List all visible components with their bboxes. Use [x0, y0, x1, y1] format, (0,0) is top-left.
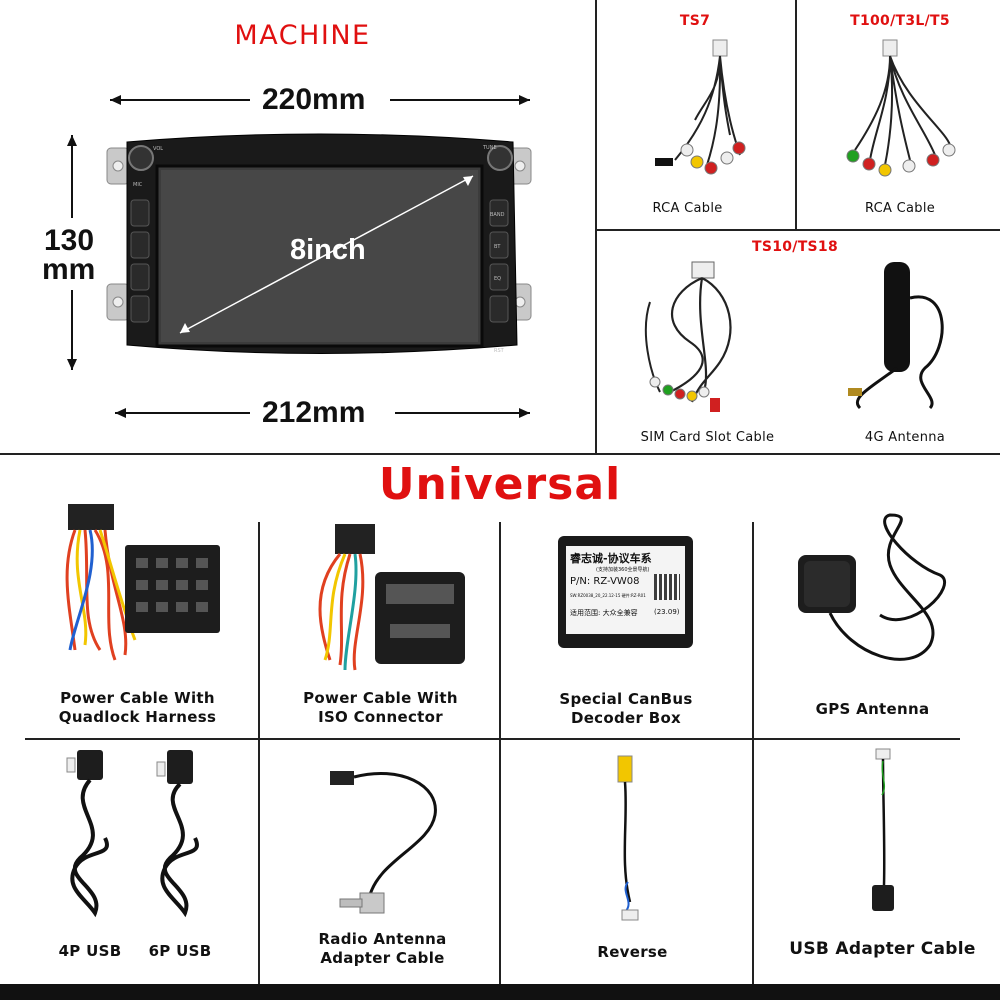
divider-universal-rows [25, 738, 960, 740]
usb-6p-caption: 6P USB [148, 942, 212, 960]
btn-label-bt: BT [494, 244, 501, 250]
btn-label-eq: EQ [494, 276, 501, 282]
ts7-rca-cable-image [655, 39, 746, 175]
divider-universal-col2 [499, 522, 501, 984]
divider-top-vertical-2 [795, 0, 797, 230]
quadlock-caption-line1: Power Cable With [60, 689, 215, 707]
radio-antenna-caption-line2: Adapter Cable [320, 949, 445, 967]
btn-label-tune: TUNE [482, 145, 497, 151]
ts10-title: TS10/TS18 [751, 239, 839, 255]
decoder-label: 睿志诚-协议车系 (支持加装360全景导航) P/N: RZ-VW08 SW:R… [566, 546, 685, 634]
t100-caption: RCA Cable [864, 201, 936, 216]
ts7-caption: RCA Cable [652, 201, 723, 216]
decoder-line3: P/N: RZ-VW08 [570, 576, 640, 587]
4g-antenna-image [848, 262, 944, 410]
usb-adapter-caption: USB Adapter Cable [789, 939, 976, 959]
head-unit-image: VOL TUNE BAND BT EQ RST MIC [106, 133, 532, 354]
decoder-line6: (23.09) [654, 608, 680, 616]
height-label-line2: mm [42, 253, 96, 286]
decoder-line2: (支持加装360全景导航) [596, 567, 650, 573]
usb-adapter-cable-image [872, 748, 894, 911]
btn-label-vol: VOL [153, 146, 163, 152]
divider-universal-col3 [752, 522, 754, 984]
sim-card-caption: SIM Card Slot Cable [640, 430, 775, 445]
quadlock-caption-line2: Quadlock Harness [58, 708, 217, 726]
decoder-line4: SW:RZ0038_20_22.12-15 硬件:RZ-R01 [570, 593, 646, 598]
usb-6p-cable-image [156, 750, 199, 918]
radio-antenna-caption-line1: Radio Antenna [318, 930, 447, 948]
decoder-qr-code [654, 574, 680, 600]
bottom-width-arrow [115, 408, 530, 418]
machine-title: MACHINE [234, 20, 371, 51]
width-label: 220mm [262, 83, 366, 116]
quadlock-harness-image [65, 504, 220, 661]
decoder-box-image: 睿志诚-协议车系 (支持加装360全景导航) P/N: RZ-VW08 SW:R… [558, 536, 693, 648]
usb-4p-caption: 4P USB [58, 942, 122, 960]
usb-4p-cable-image [66, 750, 109, 918]
decoder-line5: 适用范围: 大众全兼容 [570, 609, 638, 617]
btn-label-rst: RST [494, 348, 505, 354]
bottom-width-label: 212mm [262, 396, 366, 429]
sim-card-cable-image [644, 261, 732, 412]
bottom-band [0, 984, 1000, 1000]
radio-antenna-adapter-image [330, 771, 437, 914]
height-label-line1: 130 [44, 224, 95, 257]
btn-label-band: BAND [490, 212, 505, 218]
4g-antenna-caption: 4G Antenna [864, 430, 946, 445]
t100-rca-cable-image [846, 39, 956, 177]
screen-size-label: 8inch [290, 234, 366, 266]
gps-caption: GPS Antenna [815, 700, 930, 718]
divider-universal-col1 [258, 522, 260, 984]
iso-caption-line1: Power Cable With [303, 689, 458, 707]
iso-caption-line2: ISO Connector [318, 708, 443, 726]
universal-title: Universal [378, 459, 622, 510]
btn-label-mic: MIC [133, 182, 143, 188]
iso-connector-image [318, 524, 465, 671]
divider-cables-horizontal [595, 229, 1000, 231]
divider-section-horizontal [0, 453, 1000, 455]
decoder-line1: 睿志诚-协议车系 [570, 552, 652, 565]
ts7-title: TS7 [679, 13, 711, 29]
canbus-caption-line1: Special CanBus [559, 690, 693, 708]
divider-top-vertical [595, 0, 597, 455]
t100-title: T100/T3L/T5 [850, 13, 950, 29]
reverse-cable-image [617, 755, 639, 921]
width-arrow [110, 95, 530, 105]
gps-antenna-image [798, 513, 947, 661]
canbus-caption-line2: Decoder Box [570, 709, 682, 727]
height-arrow [67, 135, 77, 370]
reverse-caption: Reverse [597, 943, 668, 961]
